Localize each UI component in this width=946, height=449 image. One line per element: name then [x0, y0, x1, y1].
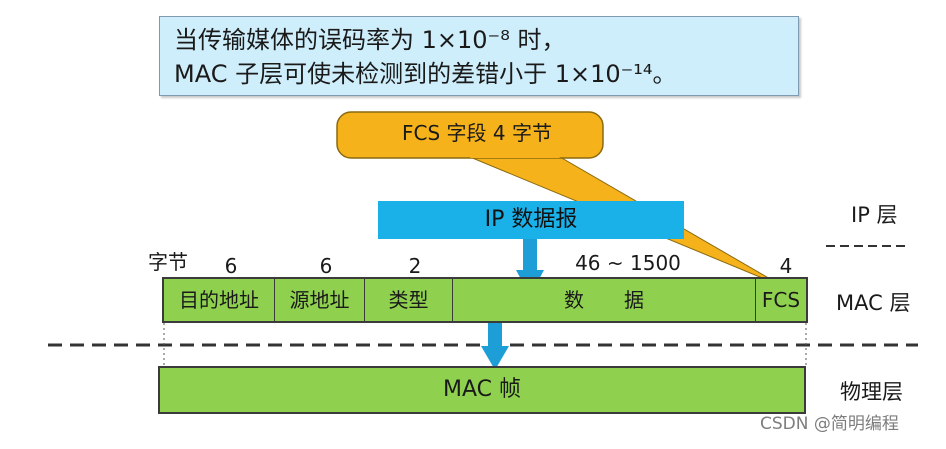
field-source-address: 源地址 [275, 279, 365, 321]
mac-frame-physical: MAC 帧 [158, 366, 806, 414]
field-type: 类型 [365, 279, 453, 321]
field-bytes-dest: 6 [224, 254, 238, 278]
mac-layer-label: MAC 层 [836, 291, 911, 315]
physical-layer-label: 物理层 [840, 380, 903, 404]
field-bytes-type: 2 [408, 254, 422, 278]
field-fcs: FCS [761, 288, 801, 312]
byte-unit-label: 字节 [148, 250, 188, 274]
ip-layer-label: IP 层 [851, 203, 898, 227]
field-bytes-fcs: 4 [779, 254, 793, 278]
fcs-callout-label: FCS 字段 4 字节 [402, 121, 552, 145]
info-box: 当传输媒体的误码率为 1×10⁻⁸ 时， MAC 子层可使未检测到的差错小于 1… [159, 16, 799, 96]
info-line-1: 当传输媒体的误码率为 1×10⁻⁸ 时， [174, 26, 566, 54]
field-bytes-data: 46 ~ 1500 [575, 251, 681, 275]
field-data: 数 据 [453, 279, 756, 321]
mac-frame-fields: 目的地址 源地址 类型 数 据 FCS [162, 277, 808, 323]
info-line-2: MAC 子层可使未检测到的差错小于 1×10⁻¹⁴。 [174, 60, 677, 88]
ip-datagram-bar: IP 数据报 [378, 201, 684, 239]
field-destination-address: 目的地址 [164, 279, 275, 321]
watermark: CSDN @简明编程 [760, 414, 899, 434]
field-bytes-src: 6 [319, 254, 333, 278]
arrow-down-icon [481, 323, 509, 370]
